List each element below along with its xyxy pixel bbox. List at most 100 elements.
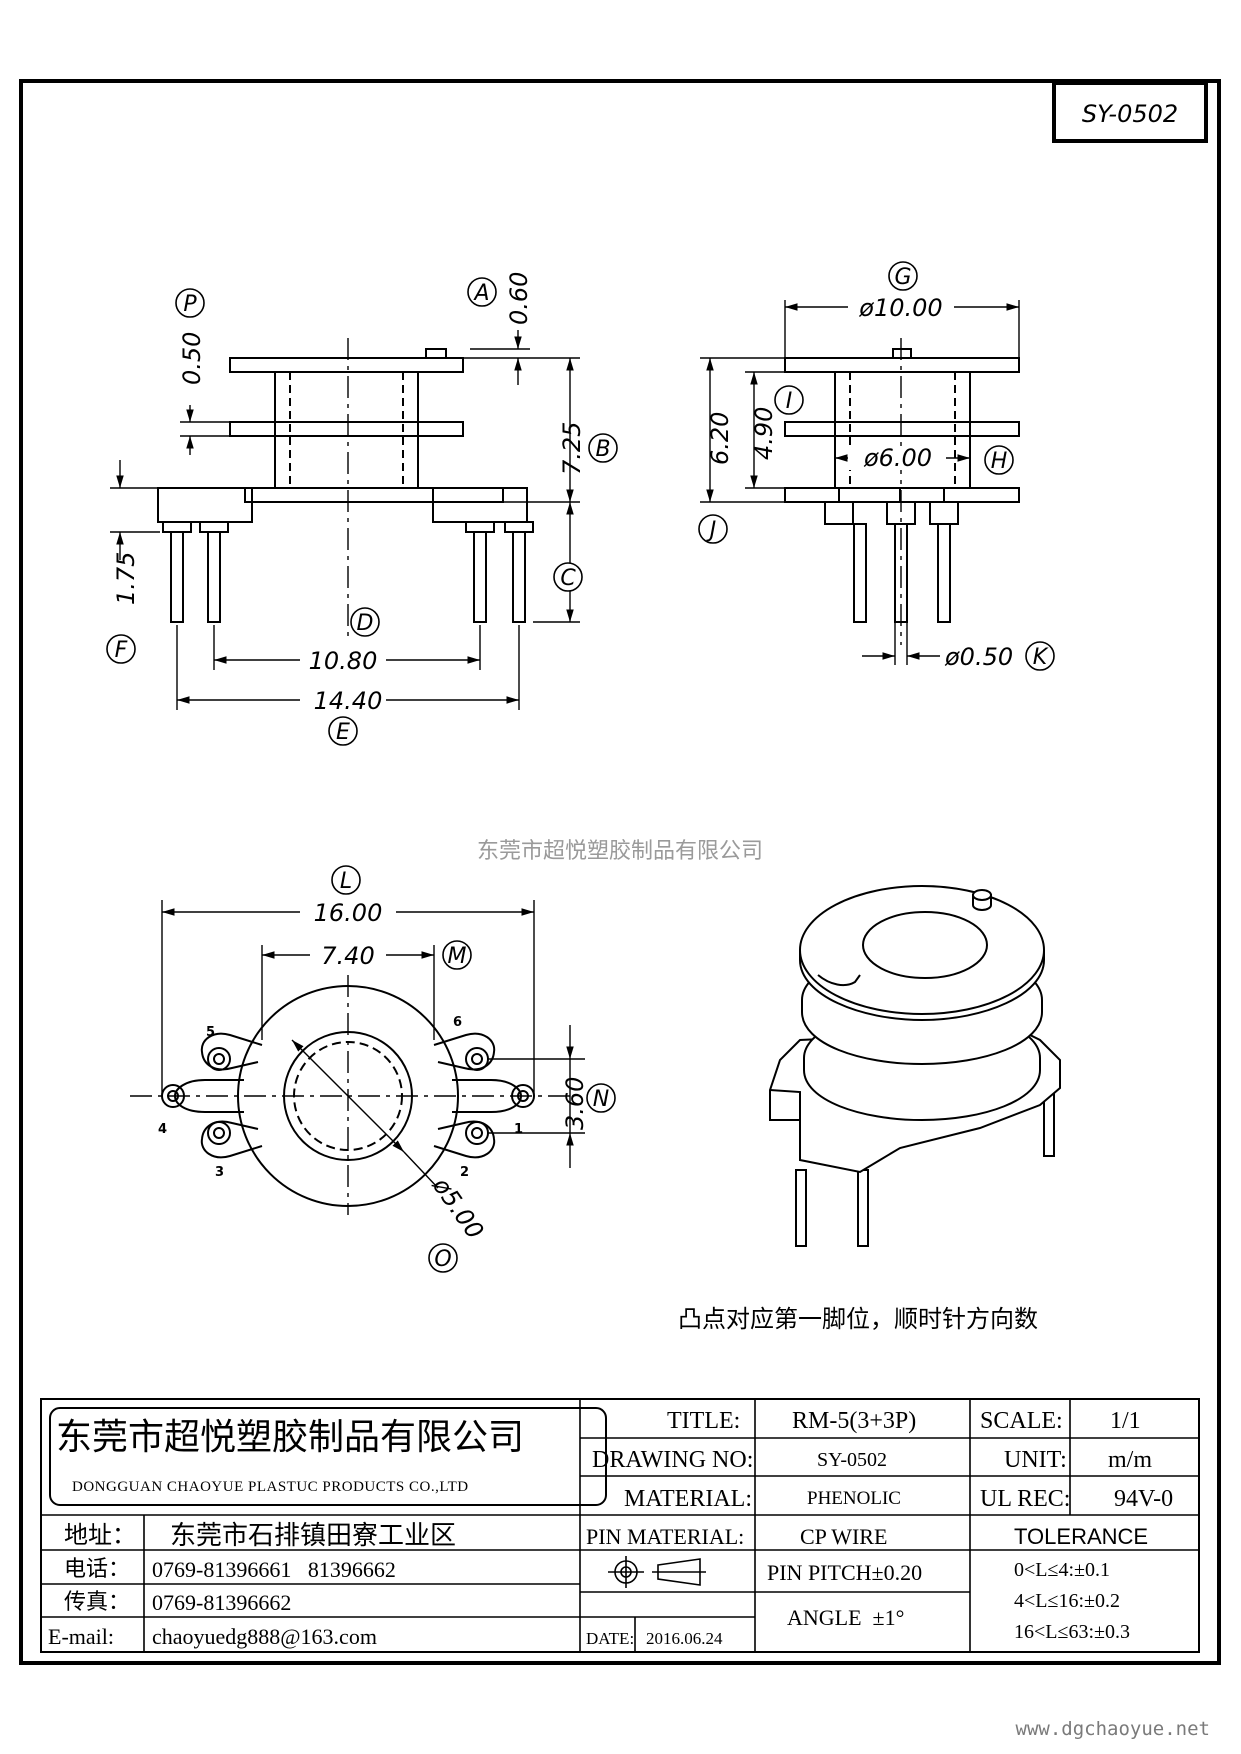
material-value: PHENOLIC [807,1488,901,1509]
pin [170,531,184,623]
marker-d: D [350,607,380,637]
base-plate [244,487,504,503]
title-block-grid [40,1398,1200,1653]
fax-label: 传真： [64,1590,131,1615]
pin-number: 3 [215,1165,224,1180]
pin [512,531,526,623]
dim-k-value: ø0.50 [944,643,1013,671]
dim-c-value: 1.75 [112,552,140,605]
dim-e-value: 14.40 [314,687,383,715]
drawing-no-value: SY-0502 [817,1449,888,1471]
pin [473,531,487,623]
end-view [784,338,1020,645]
isometric-view [769,885,1061,1247]
drawing-no-label: DRAWING NO: [592,1447,754,1473]
marker-f: F [106,634,136,664]
address-label: 地址： [64,1521,136,1549]
angle-tolerance: ANGLE ±1° [787,1605,905,1630]
dim-j-value: 6.20 [706,412,734,465]
marker-l: L [331,865,361,895]
svg-text:P: P [183,292,197,317]
marker-c: C [553,562,583,592]
phone-value: 0769-81396661 81396662 [152,1557,396,1582]
svg-text:F: F [115,638,128,663]
side-view [157,338,534,640]
fax-value: 0769-81396662 [152,1590,292,1615]
top-view [130,975,575,1215]
unit-label: UNIT: [1004,1447,1067,1473]
svg-text:O: O [434,1247,451,1272]
dim-d-value: 10.80 [309,647,378,675]
pin-number: 2 [460,1165,469,1180]
top-bump [425,348,447,359]
material-label: MATERIAL: [624,1486,752,1512]
watermark: 东莞市超悦塑胶制品有限公司 [477,839,763,864]
company-name-cn: 东莞市超悦塑胶制品有限公司 [56,1417,525,1458]
pin [207,531,221,623]
phone-label: 电话： [64,1557,131,1582]
marker-a: A [467,277,497,307]
pin-material-value: CP WIRE [800,1524,888,1549]
marker-h: H [984,445,1014,475]
title-label: TITLE: [667,1408,741,1434]
pin [937,523,951,623]
top-flange [229,357,464,373]
pin [853,523,867,623]
pin-number: 1 [514,1122,523,1137]
date-value: 2016.06.24 [646,1629,723,1648]
dim-i-value: 4.90 [750,407,778,460]
pin-orientation-note: 凸点对应第一脚位，顺时针方向数 [678,1305,1038,1333]
drawing-frame [19,79,1221,1665]
dim-a-value: 0.60 [505,272,533,325]
scale-value: 1/1 [1110,1408,1141,1434]
marker-k: K [1025,641,1055,671]
projection-symbol-icon [608,1556,706,1588]
part-number-box [1052,81,1208,143]
dim-p-value: 0.50 [178,332,206,385]
svg-text:H: H [991,449,1008,474]
svg-text:C: C [560,566,576,591]
address-value: 东莞市石排镇田寮工业区 [170,1521,457,1551]
svg-text:E: E [336,720,350,745]
dim-h-value: ø6.00 [863,444,932,472]
title-value: RM-5(3+3P) [792,1408,917,1434]
svg-text:B: B [595,437,610,462]
dim-n-value: 3.60 [561,1077,589,1130]
svg-text:K: K [1033,645,1049,670]
dim-o-value: ø5.00 [427,1172,490,1245]
marker-i: I [774,385,804,415]
svg-text:N: N [593,1087,609,1112]
tolerance-label: TOLERANCE [1014,1524,1149,1549]
ul-rec-value: 94V-0 [1114,1486,1174,1512]
email-label: E-mail: [48,1624,114,1649]
pin-material-label: PIN MATERIAL: [586,1524,745,1549]
end-view-dimensions [700,300,1020,665]
mid-flange [229,421,464,437]
title-block: 东莞市超悦塑胶制品有限公司 DONGGUAN CHAOYUE PLASTUC P… [40,1398,1200,1653]
email-value: chaoyuedg888@163.com [152,1624,377,1649]
dim-m-value: 7.40 [321,942,374,970]
dim-l-value: 16.00 [314,899,383,927]
marker-m: M [442,940,472,970]
pin-number: 6 [453,1015,462,1030]
dim-b-value: 7.25 [558,422,586,475]
marker-p: P [175,288,205,318]
marker-n: N [586,1083,616,1113]
date-label: DATE: [586,1629,635,1648]
marker-g: G [888,261,918,291]
company-name-en: DONGGUAN CHAOYUE PLASTUC PRODUCTS CO.,LT… [72,1479,469,1495]
svg-text:L: L [340,869,352,894]
svg-text:A: A [472,281,489,306]
marker-o: O [428,1243,458,1273]
dim-g-value: ø10.00 [858,294,942,322]
svg-text:D: D [357,611,374,636]
tolerance-row: 4<L≤16:±0.2 [1014,1590,1121,1612]
svg-text:J: J [706,518,717,543]
unit-value: m/m [1108,1447,1153,1473]
svg-text:G: G [894,265,911,290]
svg-text:M: M [448,944,467,969]
tolerance-row: 16<L≤63:±0.3 [1014,1621,1131,1643]
marker-j: J [698,514,728,544]
end-view-labels: ø10.00 ø6.00 ø0.50 6.20 4.90 G I H J K [698,261,1055,671]
